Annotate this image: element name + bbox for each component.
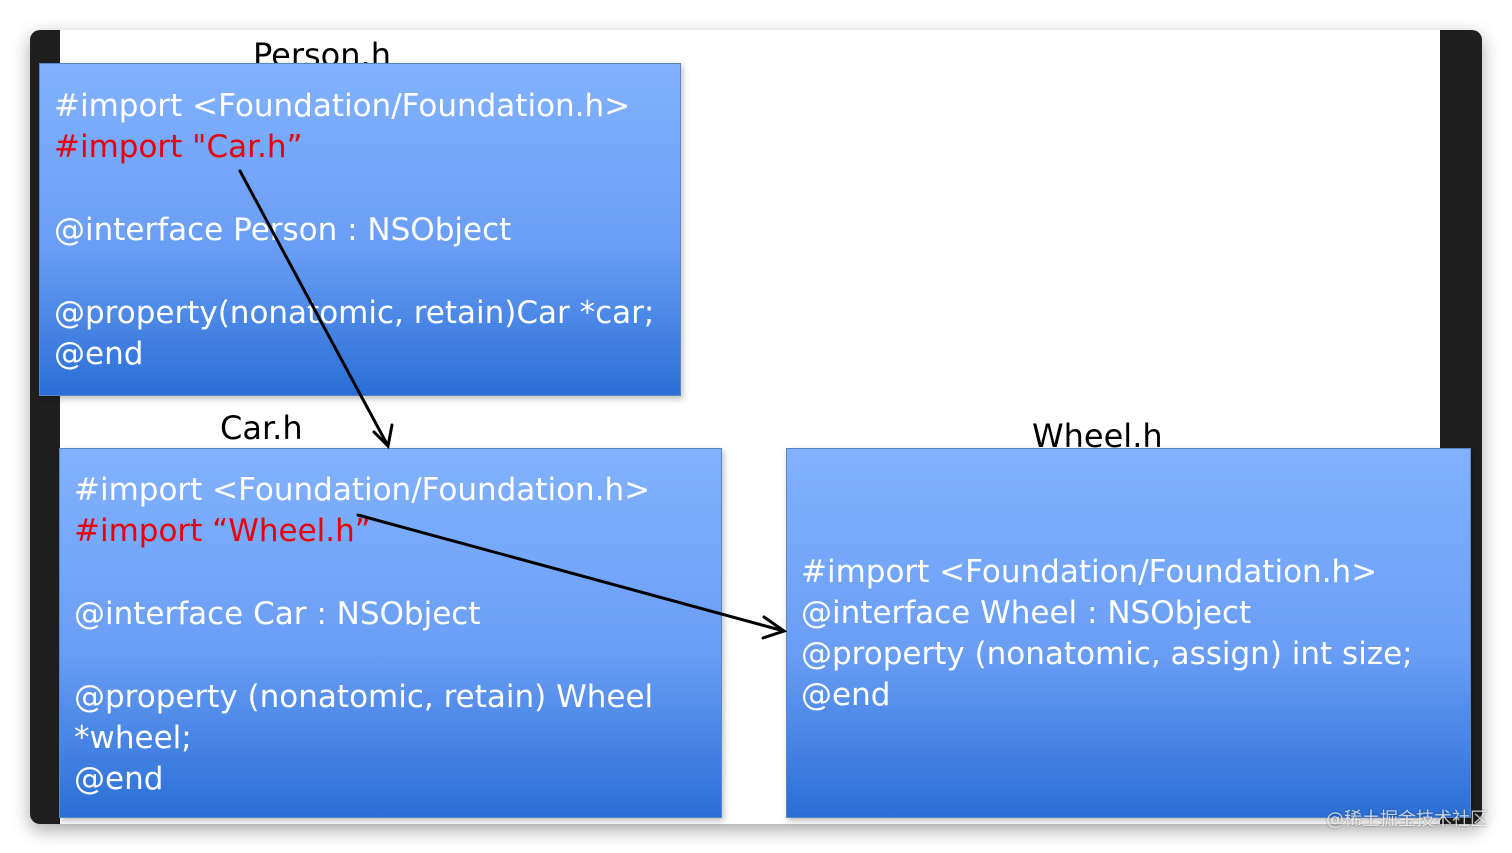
wheel-h-label: Wheel.h: [1032, 417, 1163, 455]
car-end: @end: [74, 761, 164, 797]
car-property-cont: *wheel;: [74, 720, 192, 756]
person-import-foundation: #import <Foundation/Foundation.h>: [54, 88, 631, 124]
car-import-wheel: #import “Wheel.h”: [74, 513, 371, 549]
car-h-box: #import <Foundation/Foundation.h> #impor…: [59, 448, 722, 818]
car-interface: @interface Car : NSObject: [74, 596, 481, 632]
wheel-end: @end: [801, 677, 891, 713]
person-h-box: #import <Foundation/Foundation.h> #impor…: [39, 63, 681, 396]
wheel-import-foundation: #import <Foundation/Foundation.h>: [801, 554, 1378, 590]
person-interface: @interface Person : NSObject: [54, 212, 512, 248]
car-property: @property (nonatomic, retain) Wheel: [74, 679, 654, 715]
watermark: @稀土掘金技术社区: [1326, 809, 1488, 830]
wheel-property: @property (nonatomic, assign) int size;: [801, 636, 1413, 672]
person-end: @end: [54, 336, 144, 372]
person-property: @property(nonatomic, retain)Car *car;: [54, 295, 655, 331]
person-import-car: #import "Car.h”: [54, 129, 303, 165]
wheel-h-box: #import <Foundation/Foundation.h> @inter…: [786, 448, 1471, 818]
car-import-foundation: #import <Foundation/Foundation.h>: [74, 472, 651, 508]
car-h-label: Car.h: [220, 409, 303, 447]
wheel-interface: @interface Wheel : NSObject: [801, 595, 1252, 631]
